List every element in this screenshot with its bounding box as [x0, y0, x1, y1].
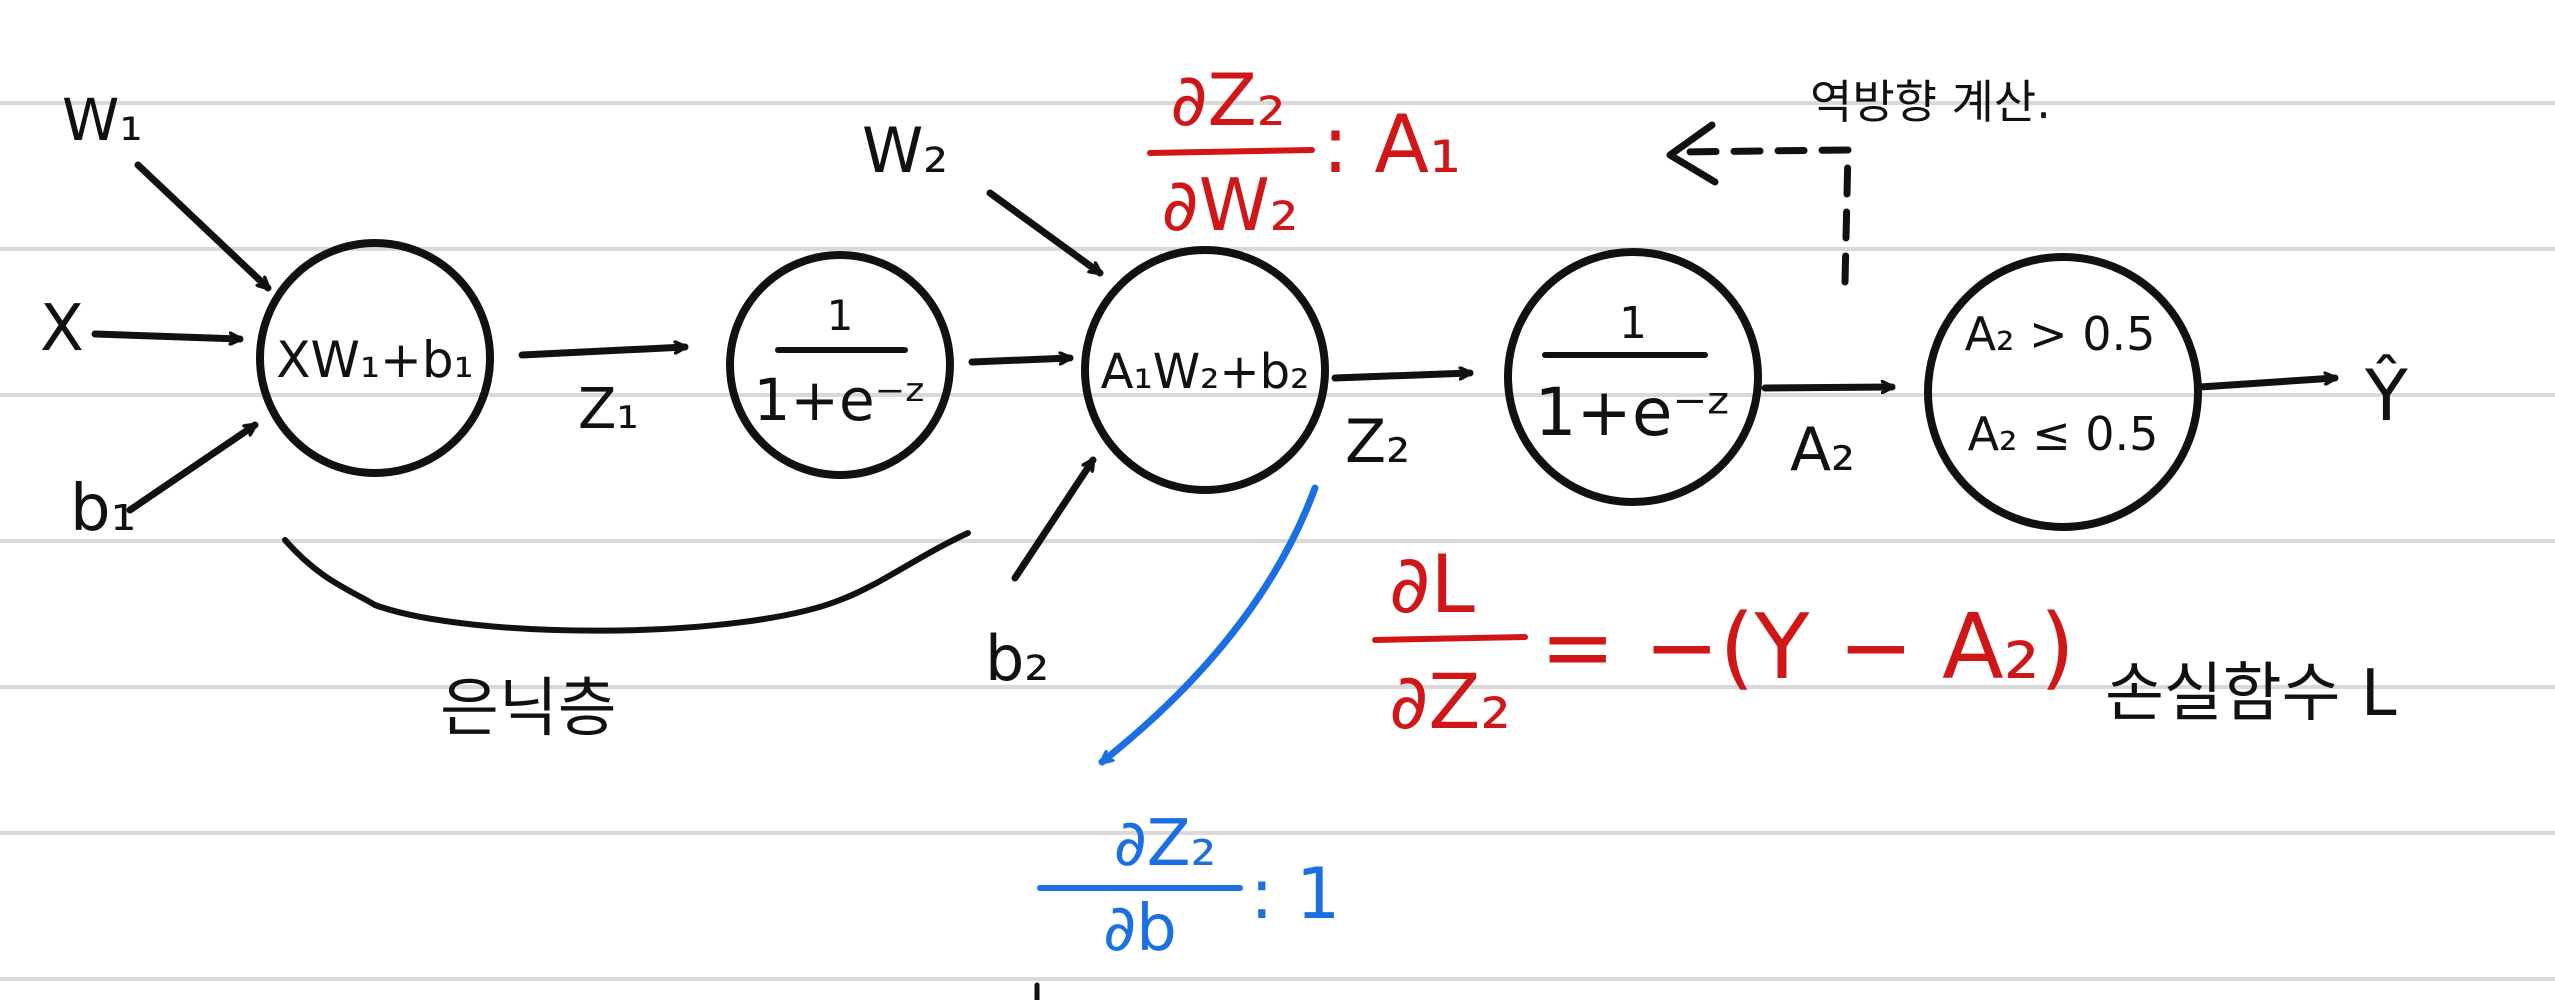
deriv-dz2-dw2-fraction-bar — [1147, 147, 1315, 156]
node-sigmoid1-denominator: 1+e⁻ᶻ — [753, 366, 926, 434]
backprop-dashed-arrow — [1671, 146, 1852, 286]
backprop-label: 역방향 계산. — [1810, 75, 2051, 129]
arrow-linear2-to-sigmoid2 — [1331, 373, 1474, 382]
node-sigmoid2-numerator: 1 — [1619, 298, 1647, 349]
node-sigmoid2 — [1504, 248, 1762, 506]
arrow-sigmoid2-to-threshold — [1761, 387, 1896, 388]
deriv-dl-dz2-result: = −(Y − A₂) — [1540, 595, 2075, 700]
arrow-w2-to-linear2 — [986, 189, 1104, 277]
arrow-w1-to-linear1 — [134, 161, 272, 292]
node-sigmoid1 — [726, 251, 954, 479]
deriv-dz2-db-denominator: ∂b — [1103, 892, 1177, 966]
node-sigmoid1-numerator: 1 — [827, 291, 854, 340]
arrow-linear1-to-sigmoid1 — [518, 347, 689, 359]
arrow-threshold-to-output — [2196, 378, 2339, 391]
arrow-b1-to-linear1 — [126, 421, 259, 514]
blue-curved-arrow — [1098, 484, 1319, 766]
input-w1-label: W₁ — [62, 86, 143, 154]
node-linear2 — [1081, 246, 1329, 494]
deriv-dz2-dw2-denominator: ∂W₂ — [1161, 163, 1298, 247]
ruled-lines — [0, 101, 2555, 981]
deriv-dz2-db-result: : 1 — [1250, 853, 1340, 935]
deriv-dl-dz2-denominator: ∂Z₂ — [1389, 657, 1511, 746]
node-linear1-label: XW₁+b₁ — [276, 331, 473, 389]
input-b1-label: b₁ — [70, 472, 136, 546]
arrow-b2-to-linear2 — [1011, 456, 1097, 582]
node-linear1 — [256, 239, 494, 477]
input-w2-label: W₂ — [862, 114, 948, 187]
hidden-layer-label: 은닉층 — [440, 672, 617, 746]
hidden-layer-brace — [282, 530, 971, 634]
deriv-dl-dz2-fraction-bar — [1372, 634, 1528, 643]
deriv-dz2-dw2-result: : A₁ — [1322, 98, 1461, 191]
node-sigmoid2-denominator: 1+e⁻ᶻ — [1535, 374, 1732, 451]
deriv-dz2-dw2-numerator: ∂Z₂ — [1170, 58, 1285, 142]
edge-z2-label: Z₂ — [1345, 407, 1410, 477]
edge-z1-label: Z₁ — [578, 377, 639, 442]
arrow-x-to-linear1 — [91, 330, 244, 339]
deriv-dz2-db-numerator: ∂Z₂ — [1114, 807, 1217, 881]
edge-a2-label: A₂ — [1790, 415, 1855, 485]
input-x-label: X — [40, 292, 84, 366]
output-y-hat-label: Ŷ — [2364, 355, 2408, 437]
node-threshold-top: A₂ > 0.5 — [1965, 307, 2156, 361]
backprop-arrowhead — [1666, 121, 1719, 186]
node-threshold-bottom: A₂ ≤ 0.5 — [1968, 407, 2159, 461]
loss-function-label: 손실함수 L — [2105, 657, 2397, 731]
input-b2-label: b₂ — [985, 622, 1049, 695]
arrow-sigmoid1-to-linear2 — [968, 358, 1074, 366]
deriv-dl-dz2-numerator: ∂L — [1389, 538, 1475, 631]
node-threshold — [1924, 253, 2202, 531]
node-linear2-label: A₁W₂+b₂ — [1101, 344, 1310, 400]
